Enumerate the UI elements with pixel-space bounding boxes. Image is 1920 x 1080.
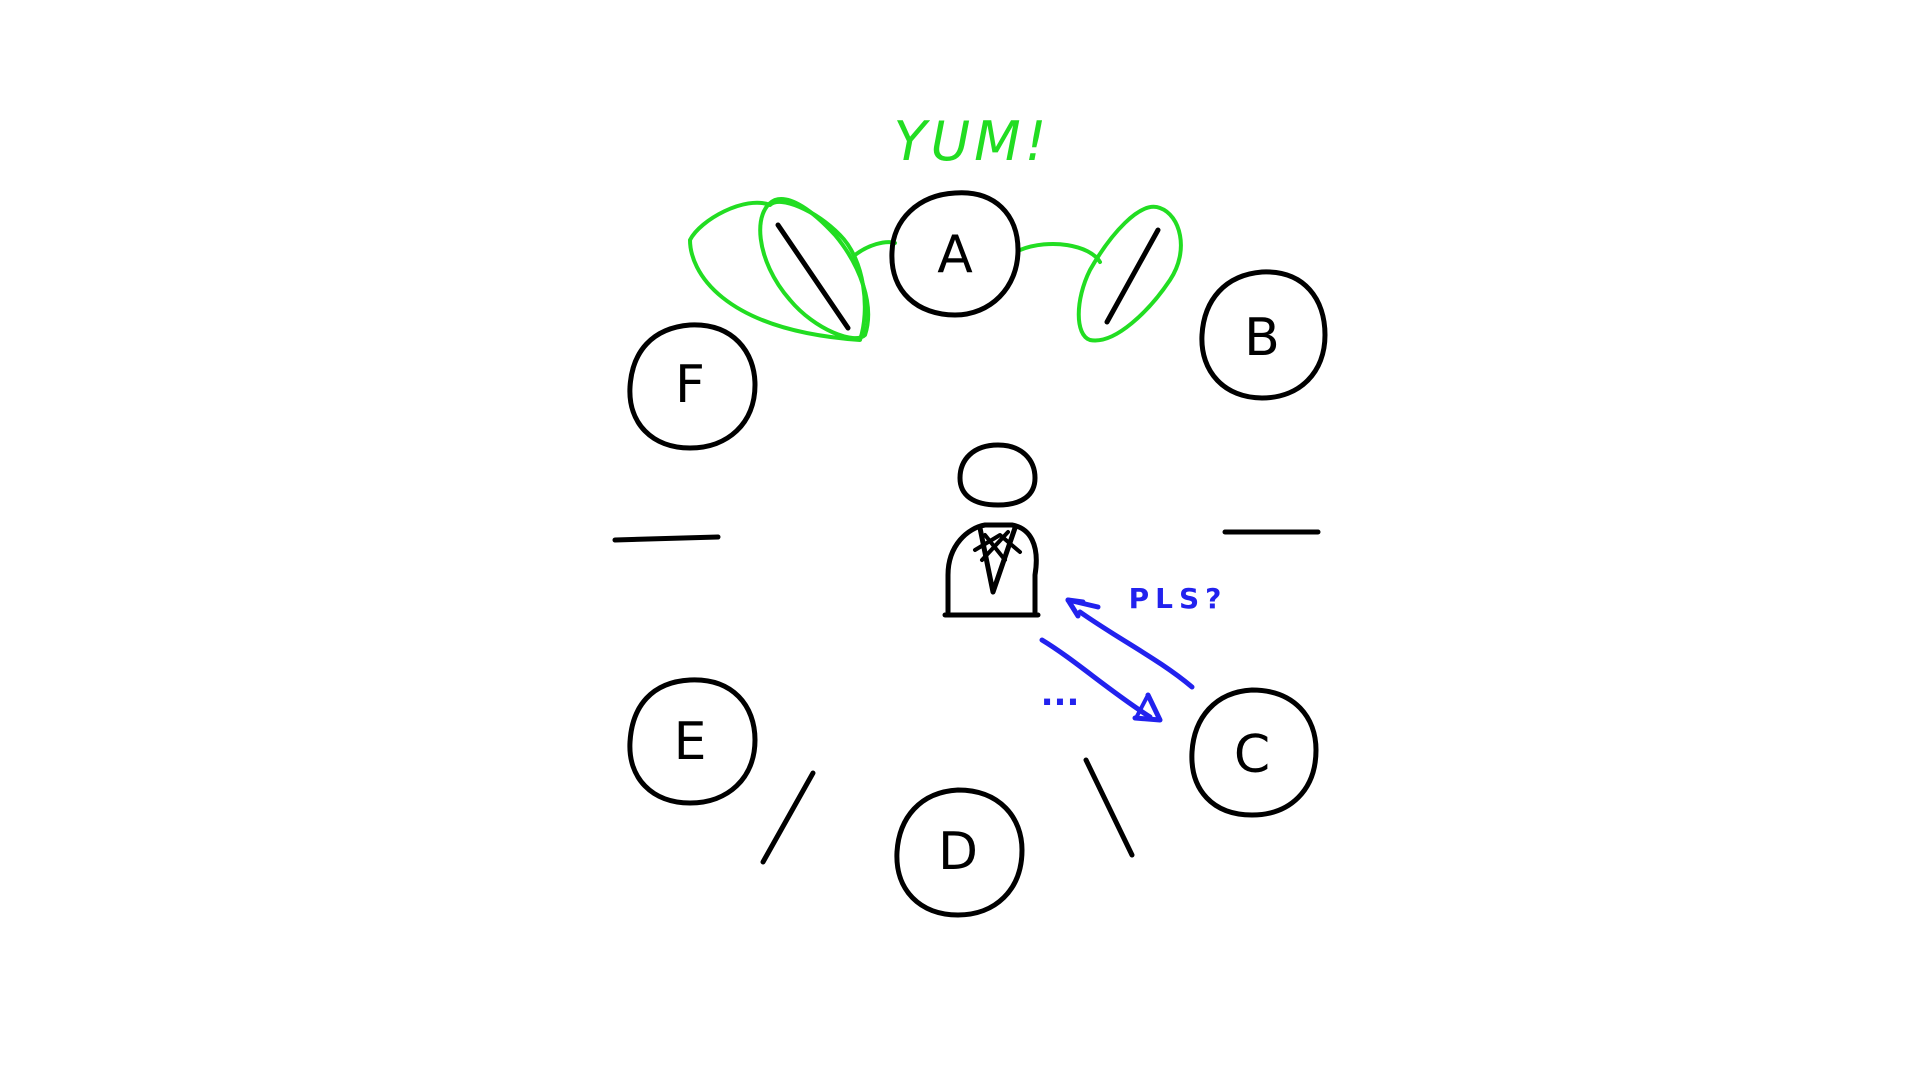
person-icon — [942, 442, 1041, 618]
node-f-label: F — [675, 355, 705, 415]
pls-annotation: PLS? — [1129, 582, 1228, 615]
waiting-dots: ... — [1041, 674, 1080, 714]
node-b — [1199, 269, 1328, 401]
node-d-label: D — [938, 822, 978, 882]
node-c-label: C — [1234, 725, 1270, 785]
highlighted-right-chopstick — [1076, 204, 1183, 343]
node-c — [1189, 687, 1319, 818]
response-arrow-to-c — [1039, 637, 1163, 723]
node-a — [889, 190, 1021, 318]
node-b-label: B — [1244, 308, 1280, 368]
chopstick-d-c — [1083, 757, 1135, 858]
node-d — [894, 787, 1025, 918]
chopstick-f-e — [612, 534, 721, 543]
node-f — [627, 322, 758, 451]
node-e-label: E — [674, 712, 707, 772]
highlighted-left-chopstick — [688, 197, 871, 342]
node-a-label: A — [937, 225, 973, 285]
yum-annotation: YUM! — [894, 110, 1051, 173]
chopstick-e-d — [760, 770, 816, 865]
node-e — [627, 677, 758, 806]
request-arrow-to-person — [1065, 597, 1195, 690]
